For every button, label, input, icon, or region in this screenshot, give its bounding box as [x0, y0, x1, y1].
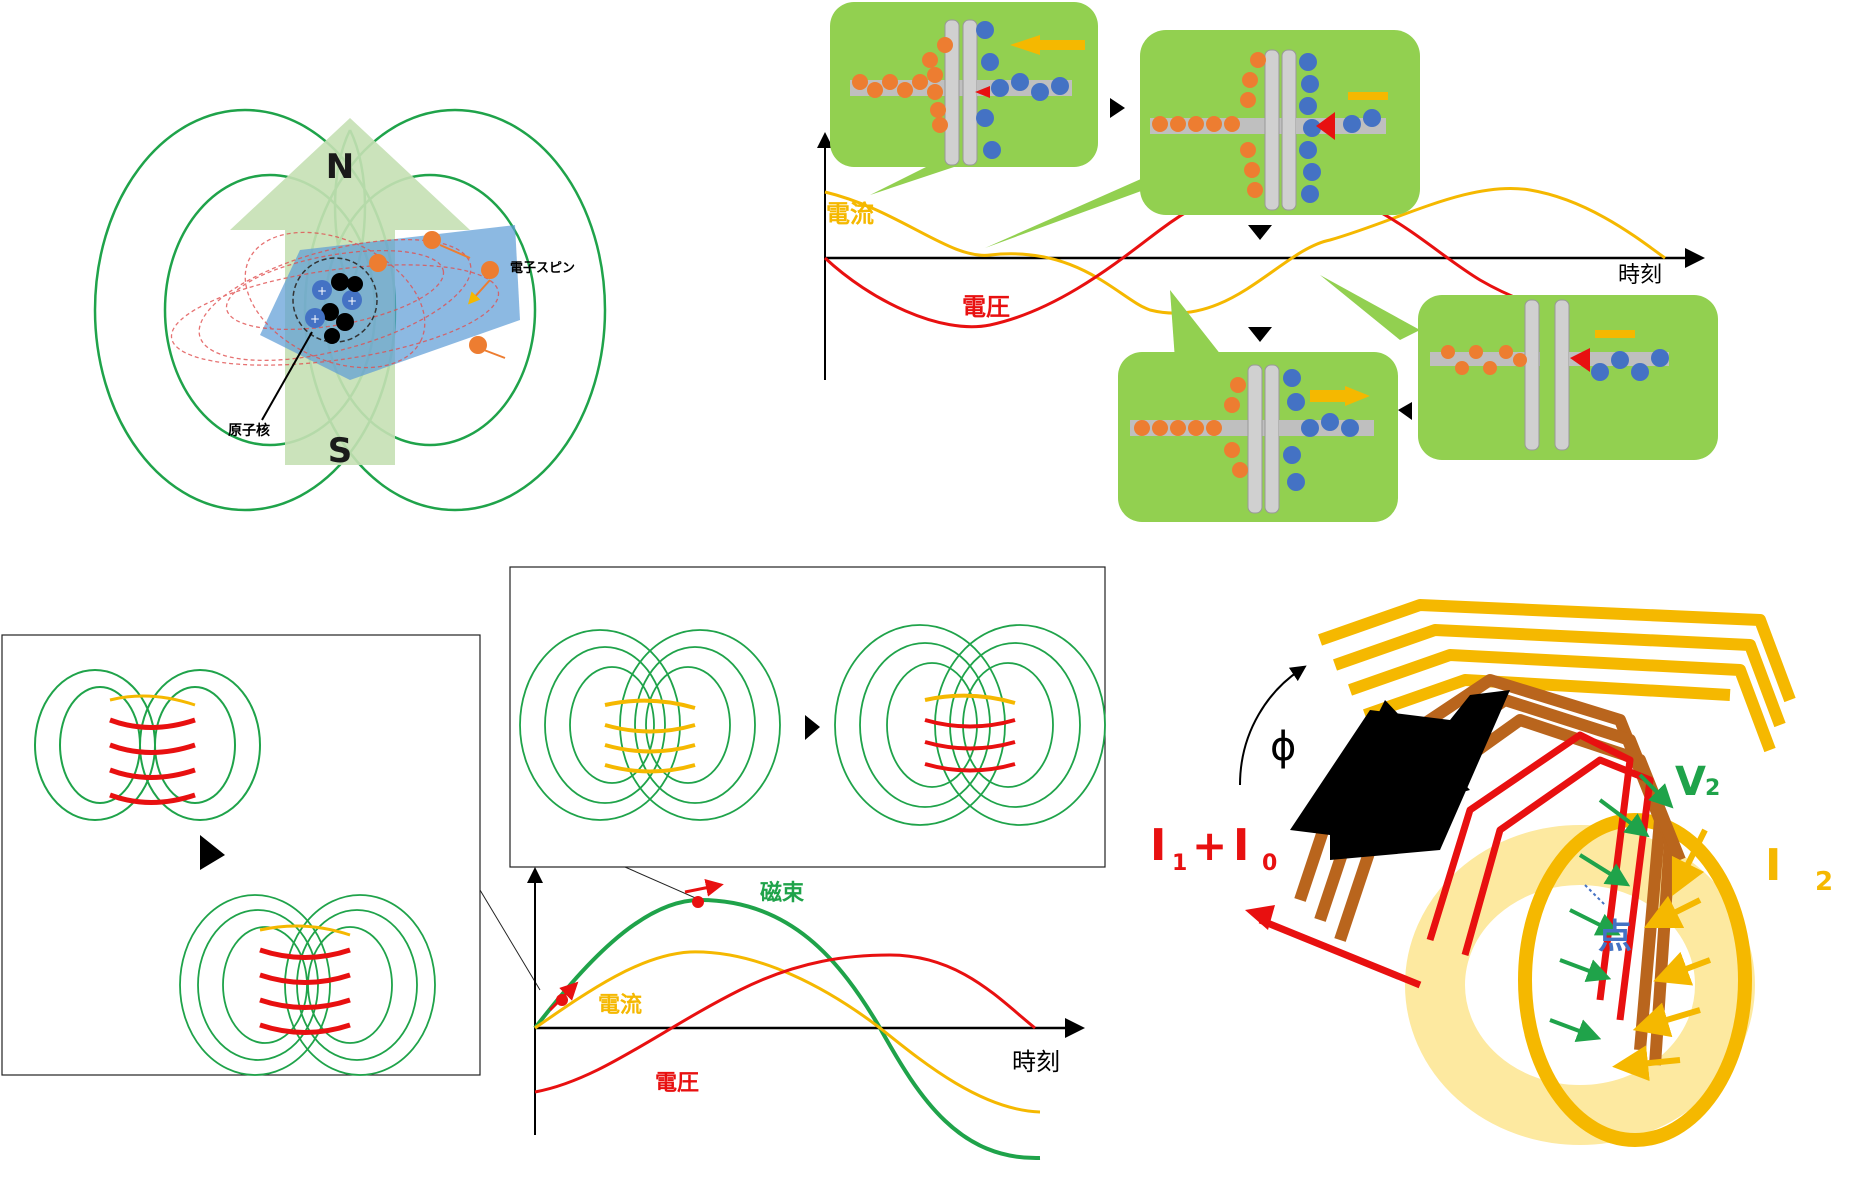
svg-text:+: + — [317, 284, 327, 298]
ind-flux-label: 磁束 — [760, 880, 805, 906]
cap-balloon-4 — [1320, 275, 1718, 460]
svg-text:+: + — [1192, 821, 1227, 870]
svg-text:2: 2 — [1705, 776, 1720, 801]
electron-spin-label: 電子スピン — [510, 261, 575, 276]
south-label: S — [328, 431, 353, 471]
cap-current-curve — [824, 187, 1666, 315]
ind-time-label: 時刻 — [1012, 1048, 1060, 1076]
point-label: 点 — [1598, 917, 1632, 957]
cap-balloon-3 — [1118, 290, 1398, 522]
cap-time-label: 時刻 — [1618, 263, 1662, 288]
cap-balloon-1 — [830, 2, 1098, 195]
nucleus: + + + — [305, 273, 363, 344]
cap-current-label: 電流 — [826, 200, 874, 228]
capacitor-chart: 電流 電圧 時刻 — [817, 2, 1718, 522]
inductor-diagram: 磁束 電流 電圧 時刻 — [1, 566, 1106, 1161]
magnet-diagram: + + + 原子核 電子スピン N S — [93, 108, 607, 512]
svg-text:2: 2 — [1815, 867, 1833, 897]
svg-text:+: + — [347, 294, 357, 308]
cap-balloon-2 — [985, 30, 1420, 248]
north-label: N — [326, 147, 354, 187]
svg-text:I: I — [1150, 820, 1166, 871]
ind-flux-curve — [533, 897, 1041, 1161]
coil-1 — [109, 694, 196, 805]
svg-text:I: I — [1233, 820, 1249, 871]
electrons — [369, 231, 506, 359]
primary-current-label: I 1 + I 0 — [1150, 820, 1277, 876]
svg-text:0: 0 — [1262, 851, 1277, 876]
svg-text:V: V — [1675, 759, 1706, 805]
ind-voltage-curve — [534, 953, 1036, 1094]
inductor-frame-left — [1, 634, 481, 1076]
ind-voltage-label: 電圧 — [655, 1071, 699, 1096]
svg-text:I: I — [1765, 840, 1781, 891]
nucleus-label: 原子核 — [228, 422, 270, 439]
i2-label: I 2 — [1765, 840, 1833, 897]
ind-current-label: 電流 — [598, 992, 642, 1018]
cap-voltage-label: 電圧 — [962, 293, 1010, 321]
v2-label: V 2 — [1675, 759, 1720, 805]
phi-label: ϕ — [1270, 724, 1296, 770]
svg-text:+: + — [310, 312, 320, 326]
svg-text:1: 1 — [1172, 851, 1187, 876]
ind-current-curve — [534, 950, 1041, 1114]
transformer-diagram: ϕ I 1 + I 0 V 2 I 2 点 — [1150, 599, 1833, 1147]
